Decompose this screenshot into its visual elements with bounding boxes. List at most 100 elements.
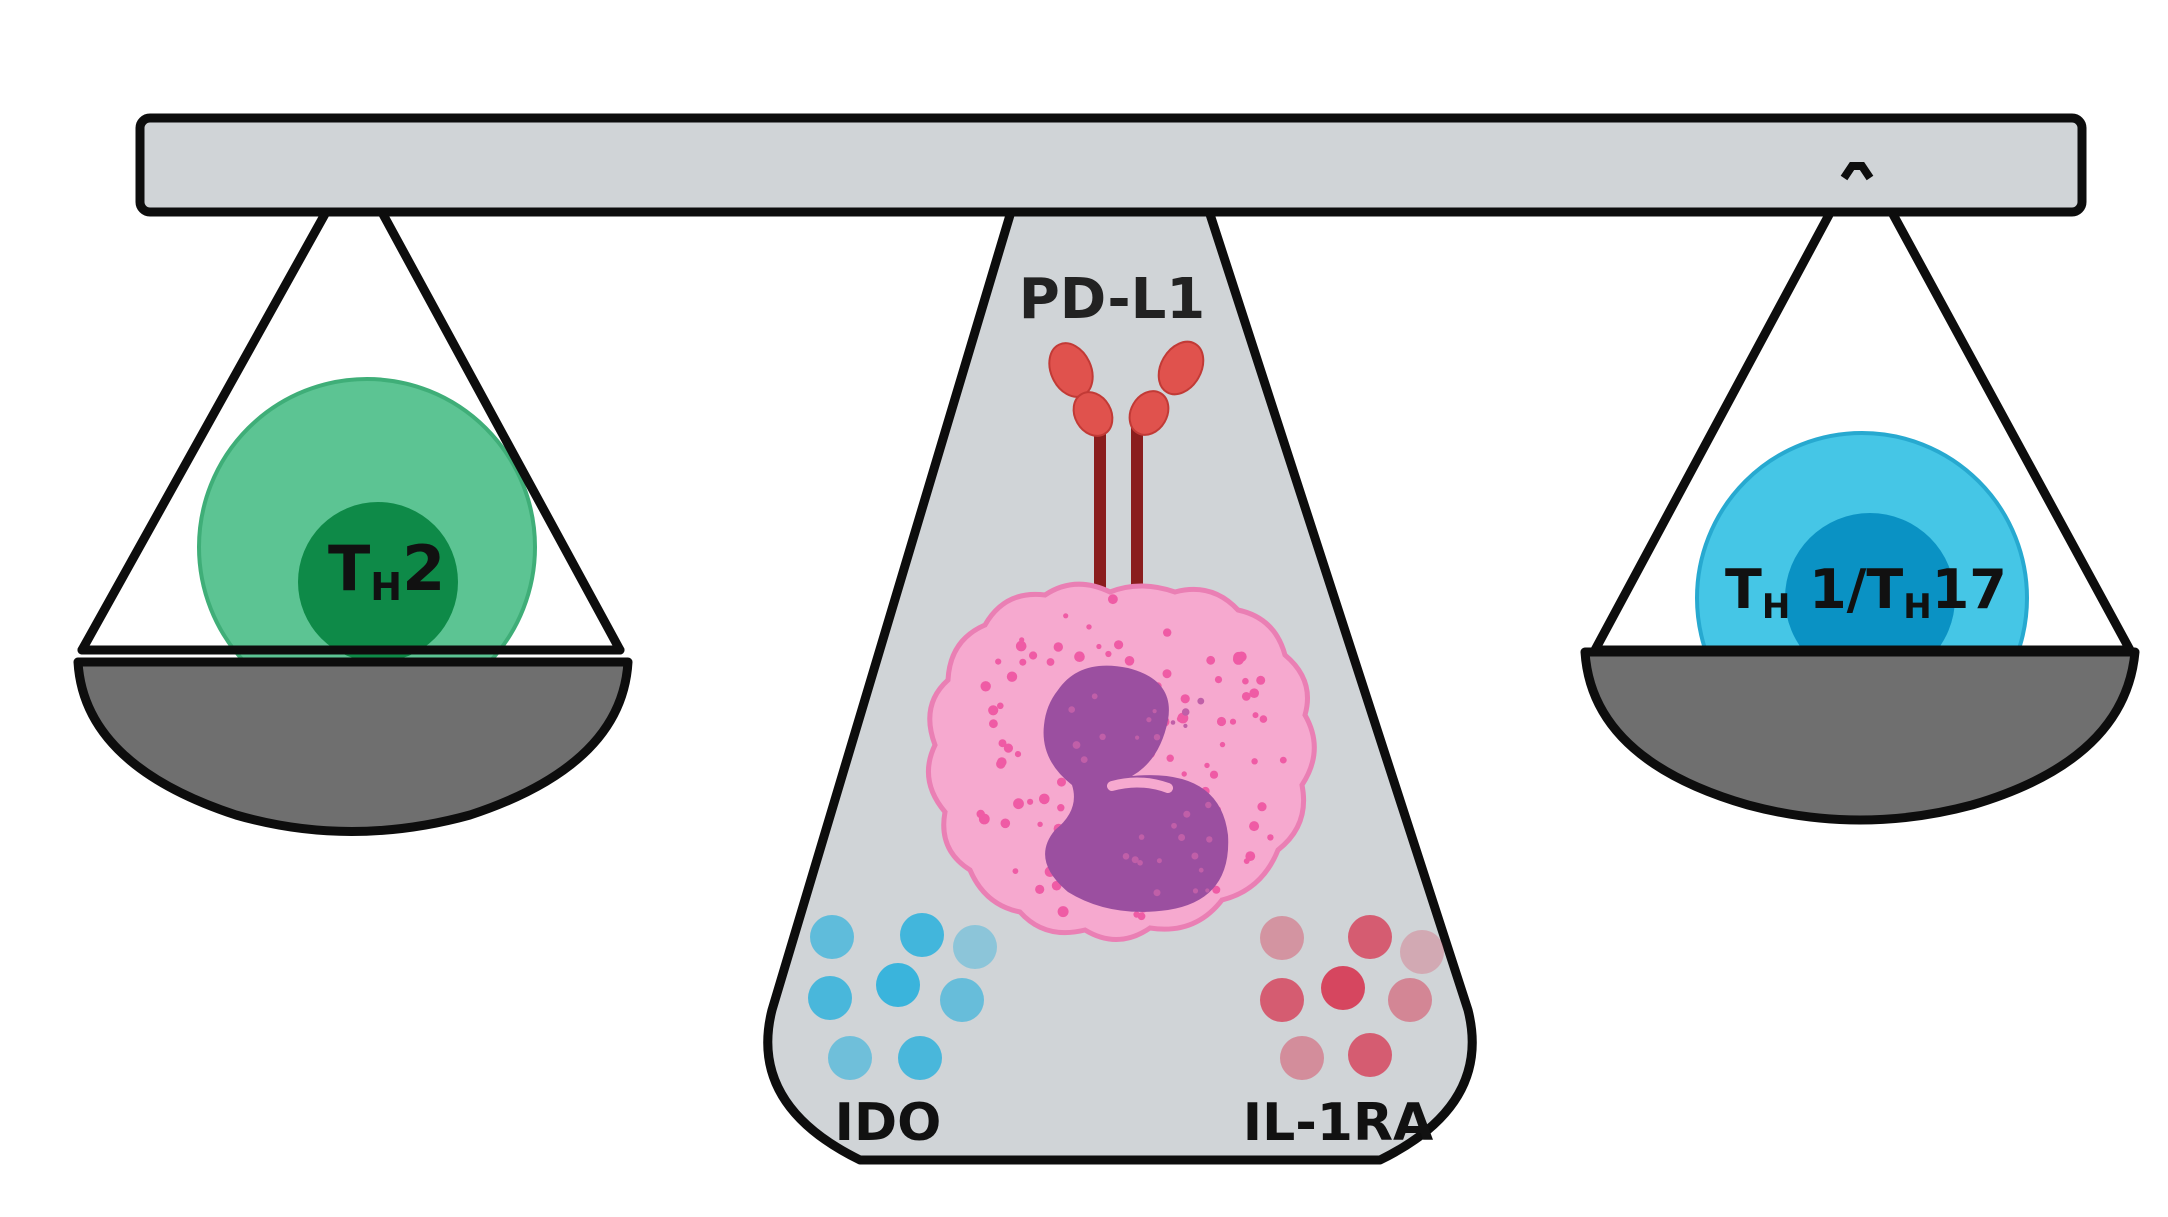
granule bbox=[1105, 650, 1112, 658]
nucleus-dot bbox=[1198, 867, 1204, 873]
granule bbox=[1096, 643, 1102, 650]
granule bbox=[1251, 758, 1258, 765]
granule bbox=[1014, 751, 1022, 758]
ido-dot bbox=[808, 976, 852, 1020]
nucleus-dot bbox=[1197, 697, 1205, 705]
ido-label: IDO bbox=[835, 1093, 942, 1153]
nucleus-dot bbox=[1183, 810, 1191, 818]
granule bbox=[1124, 656, 1135, 666]
il1ra-molecules bbox=[1260, 915, 1444, 1080]
nucleus-dot bbox=[1080, 756, 1088, 763]
granule bbox=[1029, 651, 1038, 660]
il1ra-dot bbox=[1348, 915, 1392, 959]
ido-dot bbox=[810, 915, 854, 959]
granule bbox=[1242, 677, 1249, 685]
right-pan: TH 1/TH17 bbox=[1580, 167, 2140, 825]
nucleus-dot bbox=[1191, 852, 1199, 860]
granule bbox=[1003, 743, 1014, 753]
left-pan: TH2 bbox=[73, 200, 633, 836]
th1-th17-label: TH 1/TH17 bbox=[1725, 558, 2007, 627]
granule bbox=[1012, 868, 1019, 874]
granule bbox=[1074, 651, 1085, 662]
granule bbox=[1166, 754, 1174, 762]
nucleus-dot bbox=[1205, 801, 1212, 809]
nucleus-dot bbox=[1131, 856, 1139, 864]
granule bbox=[1257, 802, 1267, 812]
granule bbox=[1035, 884, 1045, 895]
granule bbox=[1180, 694, 1190, 704]
granule bbox=[1229, 718, 1237, 725]
granule bbox=[1256, 675, 1266, 685]
nucleus-dot bbox=[1146, 717, 1152, 723]
granule bbox=[1053, 642, 1064, 652]
pd-l1-label: PD-L1 bbox=[1019, 267, 1205, 332]
nucleus-dot bbox=[1156, 858, 1162, 864]
granule bbox=[1057, 804, 1065, 812]
nucleus-dot bbox=[1153, 734, 1161, 741]
ido-dot bbox=[900, 913, 944, 957]
granule bbox=[1057, 777, 1066, 787]
pd-l1-receptor: PD-L1 bbox=[1019, 267, 1205, 605]
nucleus-dot bbox=[1206, 836, 1213, 843]
balance-beam bbox=[135, 113, 2087, 217]
il1ra-dot bbox=[1280, 1036, 1324, 1080]
granule bbox=[1209, 770, 1219, 779]
granule bbox=[1259, 715, 1268, 723]
granule bbox=[1133, 911, 1140, 918]
granule bbox=[1249, 688, 1259, 698]
granule bbox=[1000, 818, 1011, 829]
ido-dot bbox=[898, 1036, 942, 1080]
ido-dot bbox=[940, 978, 984, 1022]
il1ra-dot bbox=[1260, 978, 1304, 1022]
ido-dot bbox=[876, 963, 920, 1007]
granule bbox=[1279, 756, 1287, 764]
nucleus-dot bbox=[1171, 822, 1177, 829]
il1ra-dot bbox=[1321, 966, 1365, 1010]
left-pan-bowl bbox=[73, 657, 633, 836]
nucleus-dot bbox=[1183, 723, 1188, 729]
granule bbox=[996, 759, 1006, 769]
il1ra-dot bbox=[1348, 1033, 1392, 1077]
il1ra-label: IL-1RA bbox=[1243, 1093, 1434, 1153]
granule bbox=[1219, 741, 1226, 748]
granule bbox=[998, 739, 1007, 748]
granule bbox=[1176, 715, 1184, 723]
granule bbox=[1252, 712, 1259, 719]
granule bbox=[1249, 821, 1260, 832]
granule bbox=[1006, 671, 1018, 682]
nucleus-dot bbox=[1072, 741, 1081, 749]
ido-molecules bbox=[808, 913, 997, 1080]
nucleus-dot bbox=[1091, 693, 1098, 700]
granule bbox=[1216, 716, 1227, 727]
ido-dot bbox=[953, 925, 997, 969]
il1ra-dot bbox=[1260, 916, 1304, 960]
nucleus-dot bbox=[1068, 706, 1075, 713]
granule bbox=[1212, 885, 1221, 894]
nucleus-dot bbox=[1099, 733, 1106, 740]
th1-th17-cell-nucleus bbox=[1785, 513, 1955, 683]
granule bbox=[989, 719, 998, 729]
granule bbox=[1108, 594, 1118, 605]
granule bbox=[988, 705, 999, 716]
granule bbox=[1063, 613, 1069, 619]
granule bbox=[1181, 771, 1187, 777]
granule bbox=[997, 702, 1004, 710]
th2-cell-nucleus bbox=[298, 502, 458, 662]
il1ra-dot bbox=[1388, 978, 1432, 1022]
granule bbox=[980, 681, 991, 692]
granule bbox=[1019, 658, 1027, 666]
granule bbox=[1037, 821, 1043, 827]
granule bbox=[1162, 669, 1172, 679]
ido-dot bbox=[828, 1036, 872, 1080]
nucleus-dot bbox=[1135, 735, 1140, 740]
granule bbox=[1015, 640, 1027, 652]
granule bbox=[1013, 798, 1024, 810]
granule bbox=[1233, 653, 1244, 665]
granule bbox=[1206, 655, 1216, 665]
granule bbox=[1267, 834, 1274, 841]
nucleus-dot bbox=[1170, 720, 1176, 725]
granule bbox=[1204, 762, 1210, 769]
granule bbox=[1114, 640, 1124, 650]
nucleus-dots bbox=[1068, 693, 1213, 897]
